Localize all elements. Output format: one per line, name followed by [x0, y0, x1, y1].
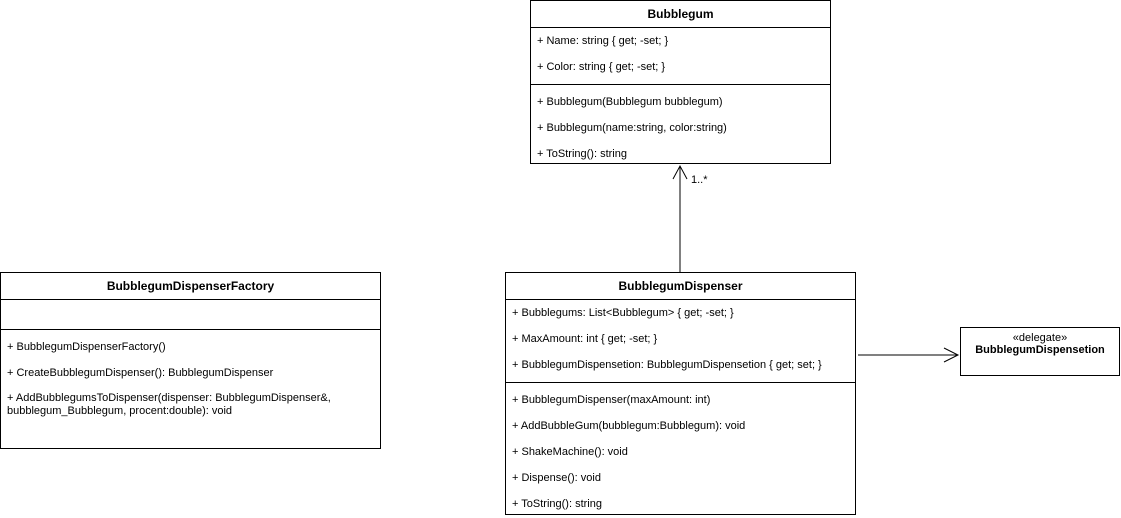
attributes-section: + Name: string { get; -set; } + Color: s… [531, 28, 830, 85]
operations-section: + BubblegumDispenserFactory() + CreateBu… [1, 330, 380, 418]
operations-section: + Bubblegum(Bubblegum bubblegum) + Bubbl… [531, 85, 830, 167]
operation-row: + ToString(): string [537, 148, 627, 160]
attributes-section: + Bubblegums: List<Bubblegum> { get; -se… [506, 300, 855, 383]
attribute-row: + BubblegumDispensetion: BubblegumDispen… [512, 359, 822, 371]
attribute-row: + Color: string { get; -set; } [537, 61, 666, 73]
dependency-arrowhead [943, 347, 960, 363]
association-multiplicity: 1..* [691, 174, 708, 186]
operation-row: + ToString(): string [512, 498, 602, 510]
class-title: BubblegumDispenser [506, 273, 855, 300]
class-title: BubblegumDispenserFactory [1, 273, 380, 300]
operation-row: + CreateBubblegumDispenser(): BubblegumD… [7, 367, 274, 379]
operations-section: + BubblegumDispenser(maxAmount: int) + A… [506, 383, 855, 517]
attribute-row: + Bubblegums: List<Bubblegum> { get; -se… [512, 307, 734, 319]
class-bubblegum[interactable]: Bubblegum + Name: string { get; -set; } … [530, 0, 831, 164]
operation-row: + Bubblegum(name:string, color:string) [537, 122, 727, 134]
attribute-row: + Name: string { get; -set; } [537, 35, 669, 47]
operation-row: + AddBubbleGum(bubblegum:Bubblegum): voi… [512, 420, 746, 432]
operation-row: + BubblegumDispenser(maxAmount: int) [512, 394, 711, 406]
class-title: Bubblegum [531, 1, 830, 28]
operation-row: + AddBubblegumsToDispenser(dispenser: Bu… [7, 392, 331, 417]
attribute-row: + MaxAmount: int { get; -set; } [512, 333, 658, 345]
delegate-bubblegum-dispensetion[interactable]: «delegate» BubblegumDispensetion [960, 327, 1120, 376]
class-bubblegum-dispenser-factory[interactable]: BubblegumDispenserFactory + BubblegumDis… [0, 272, 381, 449]
operation-row: + ShakeMachine(): void [512, 446, 628, 458]
operation-row: + Dispense(): void [512, 472, 601, 484]
delegate-name: BubblegumDispensetion [975, 344, 1105, 356]
operation-row: + BubblegumDispenserFactory() [7, 341, 166, 353]
class-bubblegum-dispenser[interactable]: BubblegumDispenser + Bubblegums: List<Bu… [505, 272, 856, 515]
attributes-section [1, 300, 380, 330]
delegate-stereotype: «delegate» [1012, 332, 1068, 344]
operation-row: + Bubblegum(Bubblegum bubblegum) [537, 96, 723, 108]
association-arrowhead [672, 164, 688, 180]
